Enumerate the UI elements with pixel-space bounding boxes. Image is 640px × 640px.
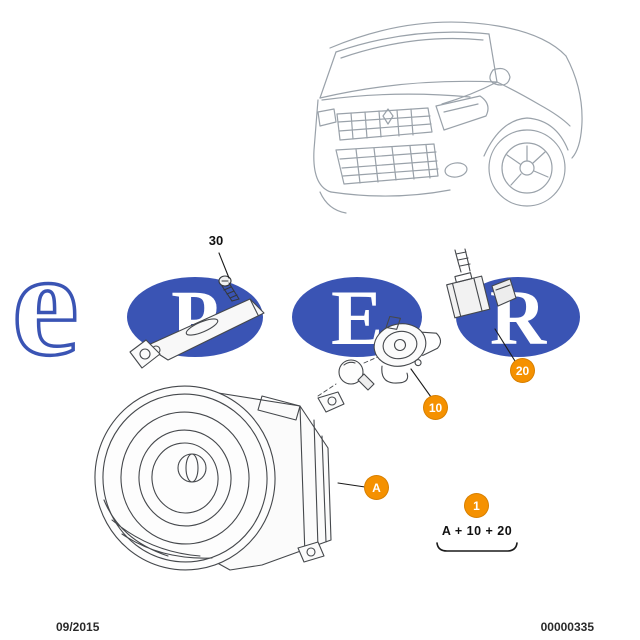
car-body-lines	[313, 21, 583, 214]
callout-30[interactable]: 30	[208, 233, 224, 248]
screw-part-30	[218, 275, 240, 302]
kit-formula: A + 10 + 20	[441, 524, 513, 538]
connector-part-20	[446, 248, 517, 319]
callout-10[interactable]: 10	[423, 395, 448, 420]
watermark-letter-e: e	[12, 221, 79, 387]
callout-20[interactable]: 20	[510, 358, 535, 383]
leader-lines	[218, 252, 516, 488]
callout-a[interactable]: A	[364, 475, 389, 500]
bulb	[338, 359, 375, 391]
mounting-bracket	[145, 298, 265, 361]
callout-1[interactable]: 1	[464, 493, 489, 518]
revision-date: 09/2015	[56, 620, 100, 634]
drawing-number: 00000335	[540, 620, 594, 634]
mounting-tabs	[129, 339, 345, 563]
bulb-socket-part-10	[373, 315, 442, 384]
connector-cover	[491, 278, 517, 307]
fog-lamp-lens	[94, 385, 276, 571]
kit-underbrace	[436, 542, 518, 552]
